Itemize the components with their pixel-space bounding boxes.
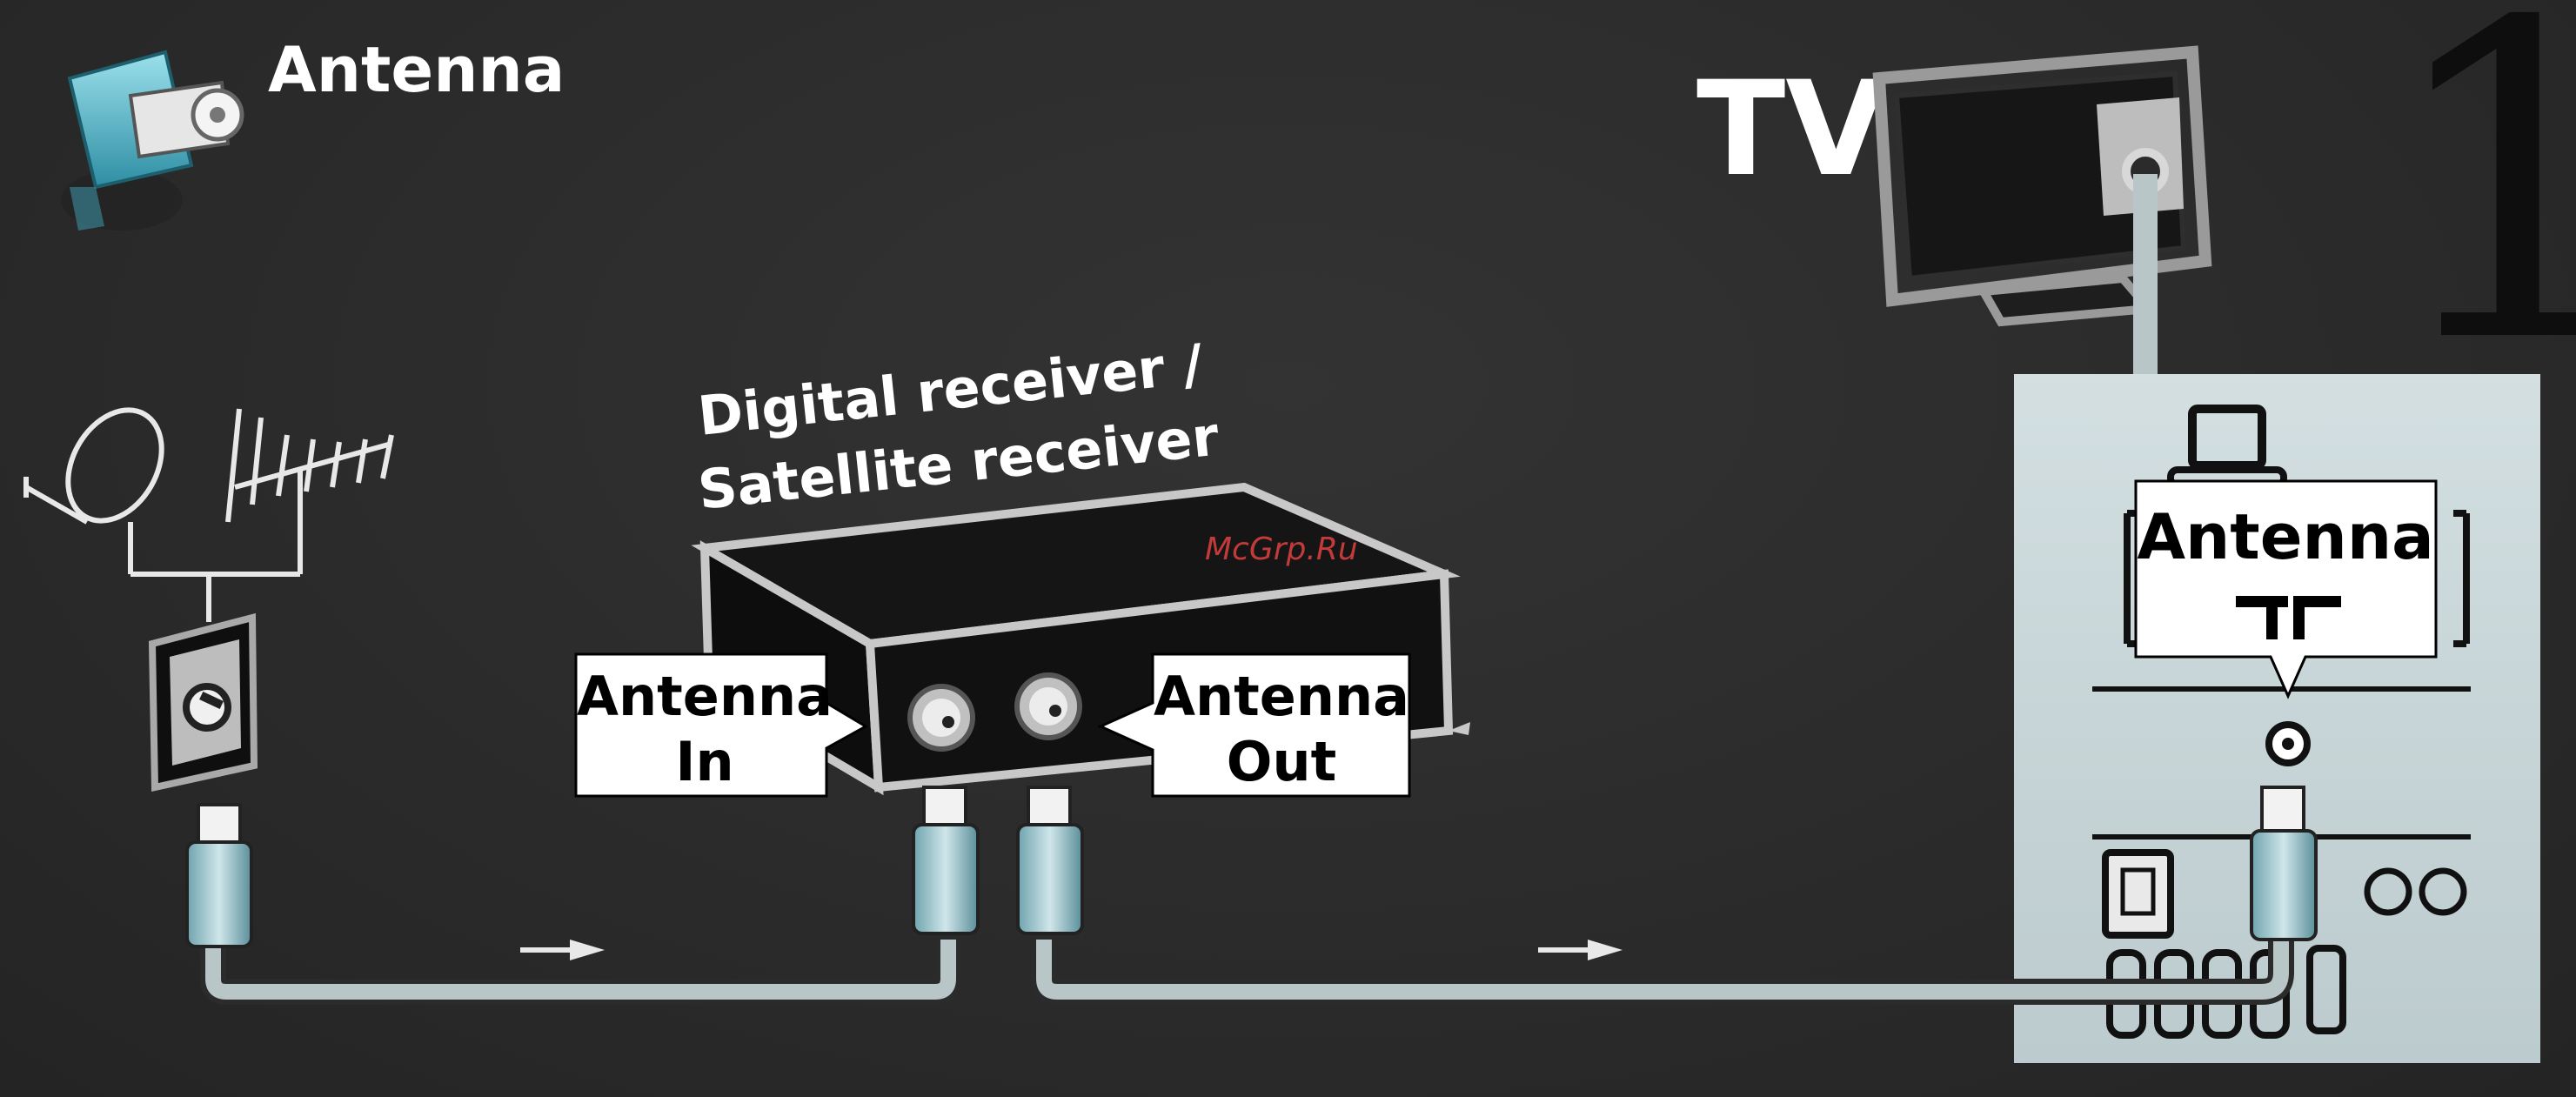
plug-receiver-out	[1016, 786, 1084, 935]
flow-arrow-icon	[1538, 940, 1623, 960]
callout-tv-antenna-label: Antenna	[2137, 500, 2433, 573]
antenna-join-lines	[130, 572, 300, 622]
plug-tv	[2250, 786, 2318, 941]
wall-socket-icon	[148, 612, 258, 792]
flow-arrow-icon	[520, 940, 605, 960]
plug-wall	[185, 803, 253, 948]
header-title: Antenna	[268, 33, 565, 106]
callout-antenna-out-line2: Out	[1227, 730, 1336, 793]
callout-antenna-in-line2: In	[675, 730, 733, 793]
step-number: 1	[2379, 0, 2576, 438]
callout-antenna-in-line1: Antenna	[577, 665, 833, 728]
callout-tv-antenna: Antenna	[2134, 479, 2438, 699]
antenna-symbol-icon	[2236, 596, 2341, 639]
callout-antenna-in: Antenna In	[574, 652, 868, 798]
callout-antenna-out-line1: Antenna	[1154, 665, 1409, 728]
satellite-dish-icon	[23, 407, 164, 574]
antenna-plug-icon	[61, 50, 244, 231]
yagi-antenna-icon	[225, 408, 394, 574]
callout-antenna-out: Antenna Out	[1097, 652, 1411, 798]
plug-receiver-in	[912, 786, 980, 935]
watermark: McGrp.Ru	[1205, 532, 1358, 567]
tv-label: TV	[1696, 54, 1886, 205]
